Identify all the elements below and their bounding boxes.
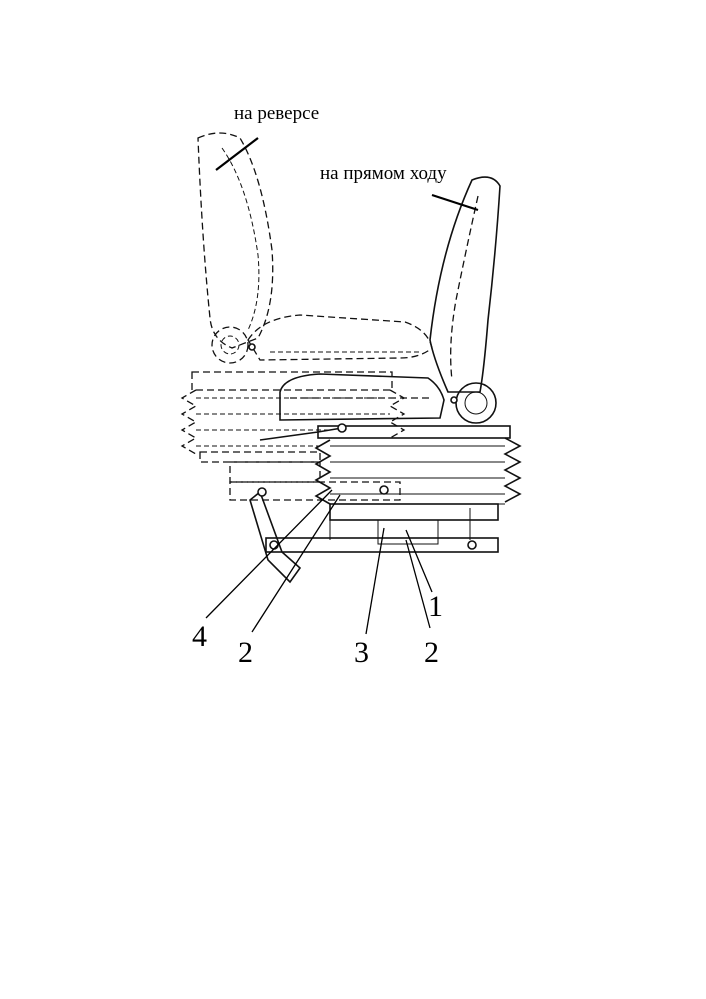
pivot-bolt [379,485,389,495]
forward-bellows-folds [330,445,505,505]
reverse-cushion-outline [247,314,433,361]
leg-bolt [257,487,267,497]
seat-forward-position [248,176,522,553]
callout-3: 3 [354,636,369,669]
adjust-lever [259,427,343,441]
label-forward: на прямом ходу [320,163,447,184]
forward-mechanism-box [377,519,439,545]
reverse-bellows-right [388,389,406,439]
callout-2-left: 2 [238,636,253,669]
hinge-bolt-reverse [248,343,256,351]
callout-1: 1 [428,590,443,623]
leader-2-left [251,494,341,633]
reverse-hinge-inner [220,335,240,355]
base-bolt-right [467,540,477,550]
forward-backrest-outline [429,176,501,393]
callout-4: 4 [192,620,207,653]
reverse-lower-plate [199,451,321,463]
leader-forward [431,193,479,212]
leader-4 [205,489,333,619]
reverse-slide-frame [229,481,401,501]
forward-hinge-inner [464,391,488,415]
forward-mechanism-plate [329,503,499,521]
lever-knob [337,423,347,433]
forward-bellows-right [503,437,522,503]
base-bolt-left [269,540,279,550]
forward-cushion-outline [279,373,445,421]
label-reverse: на реверсе [234,103,320,124]
callout-2-right: 2 [424,636,439,669]
reverse-bellows [180,389,198,455]
leader-2-right [405,539,431,629]
leader-reverse [215,137,259,171]
forward-hinge-circle [455,382,497,424]
reverse-backrest-outline [197,132,274,349]
reverse-backrest-inner [221,147,260,331]
hinge-bolt-forward [450,396,458,404]
reverse-lower-frame [229,461,321,483]
leader-3 [365,527,385,635]
reverse-hinge-circle [211,326,249,364]
forward-upper-plate [317,425,511,439]
reverse-upper-base [191,371,393,391]
forward-bellows-left [314,439,332,505]
leader-1 [405,529,433,593]
